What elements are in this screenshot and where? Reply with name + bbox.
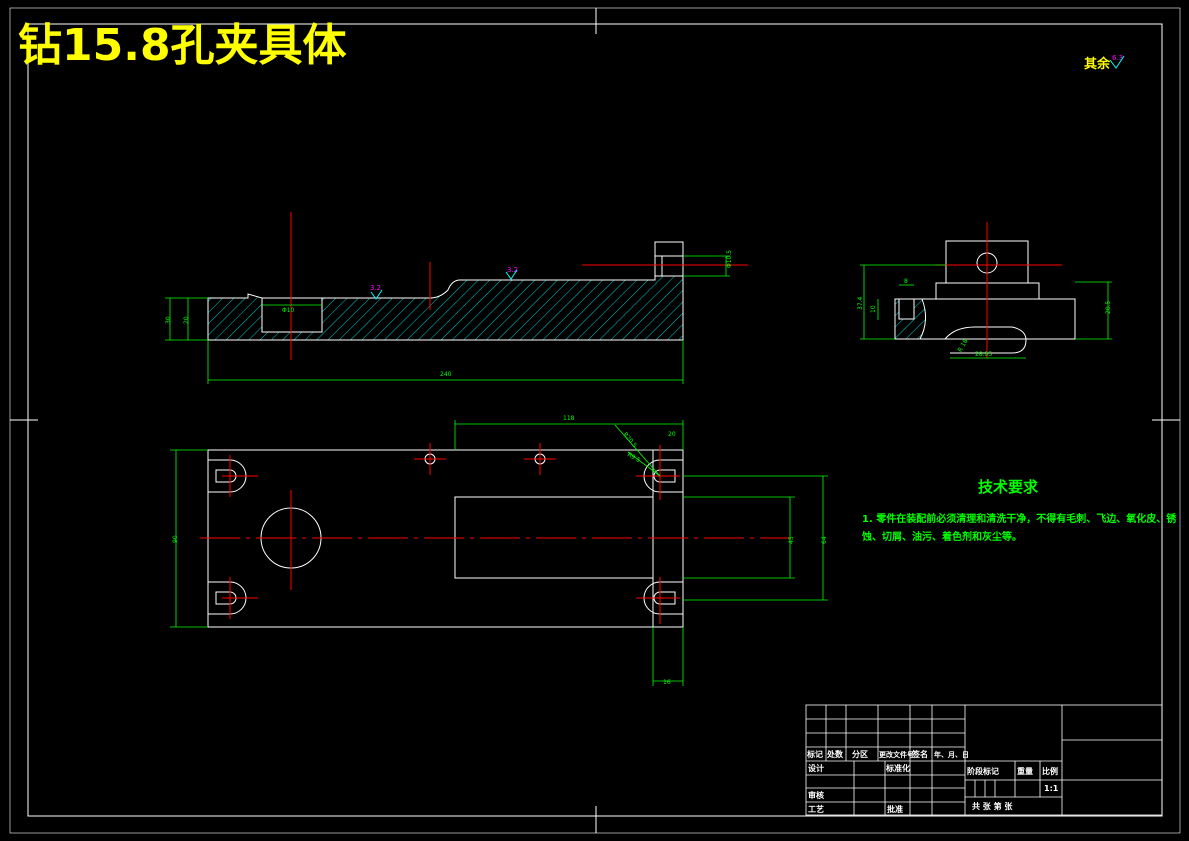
tb-weight: 重量 [1017, 766, 1033, 776]
tb-process: 工艺 [808, 804, 824, 814]
front-view-hole-section [261, 297, 323, 333]
side-dim-slot: 8 [904, 278, 908, 285]
front-dim-small-hole: Φ10 [282, 307, 295, 314]
tb-label-count: 处数 [826, 749, 844, 759]
centering-marks [10, 8, 1180, 833]
side-dim-inner: 10 [870, 305, 877, 313]
tb-label-zone: 分区 [852, 749, 868, 759]
drawing-title: 钻15.8孔夹具体 [18, 20, 347, 71]
roughness-symbol-icon [1109, 55, 1125, 69]
roughness-symbol-icon [505, 269, 518, 280]
roughness-symbol-icon [370, 289, 383, 300]
tb-scale: 比例 [1042, 766, 1058, 776]
sheet-frame [27, 23, 1163, 817]
tb-stage-mark: 阶段标记 [967, 766, 999, 776]
tb-sheets: 共 张 第 张 [972, 801, 1013, 811]
tech-requirements-line1: 1. 零件在装配前必须清理和清洗干净，不得有毛刺、飞边、氧化皮、锈 [862, 512, 1176, 525]
side-dim-total-height: 37.4 [857, 296, 864, 310]
front-dim-pin-hole: Φ10.5 [726, 250, 733, 268]
title-block [805, 704, 1163, 816]
front-dim-overall-length: 240 [440, 371, 452, 378]
side-dim-bottom-width: R 18 [957, 338, 970, 354]
roughness-value-1: 3.2 [370, 284, 381, 292]
tb-review: 审核 [808, 790, 824, 800]
tb-standardize: 标准化 [885, 763, 910, 773]
surface-roughness-value: 6.3 [1112, 54, 1123, 62]
top-view: 118 R20.5 R9.5 20 90 45 64 16 [170, 415, 828, 686]
side-view-slot [898, 298, 915, 320]
tb-approve: 批准 [887, 804, 903, 814]
side-view-bottom-arc [944, 326, 1027, 354]
front-view-top-block [654, 241, 684, 277]
tech-requirements-heading: 技术要求 [978, 478, 1039, 496]
top-dim-r1: R20.5 [621, 431, 638, 449]
side-view: 37.4 10 8 20.5 R 18 28.95 [857, 222, 1112, 359]
front-dim-height-a: 30 [165, 316, 172, 324]
top-dim-r2: R9.5 [626, 451, 642, 464]
tb-label-mark: 标记 [806, 749, 823, 759]
top-dim-height-left: 90 [172, 535, 179, 543]
tb-label-change-doc: 更改文件号 [879, 750, 914, 759]
front-dim-height-b: 20 [183, 316, 190, 324]
sheet-outer-border [9, 7, 1181, 834]
top-dim-inner-height: 45 [788, 536, 795, 544]
top-dim-bottom-width: 16 [663, 679, 671, 686]
side-dim-right-height: 20.5 [1105, 300, 1112, 314]
side-dim-base-width: 28.95 [975, 351, 992, 358]
front-view: 240 30 20 Φ10 Φ10.5 3.2 3.2 [165, 212, 748, 384]
top-dim-outer-height: 64 [821, 536, 828, 544]
surface-roughness-note: 其余 [1084, 56, 1111, 72]
tb-scale-value: 1:1 [1044, 784, 1059, 793]
tb-label-date: 年、月、日 [934, 750, 969, 759]
roughness-value-2: 3.2 [507, 266, 518, 274]
top-dim-length: 118 [563, 415, 575, 422]
title-block-labels: 标记 处数 分区 更改文件号 签名 年、月、日 设计 标准化 阶段标记 重量 比… [806, 749, 1059, 814]
tech-requirements: 技术要求 1. 零件在装配前必须清理和清洗干净，不得有毛刺、飞边、氧化皮、锈 蚀… [861, 478, 1176, 543]
tb-label-sign: 签名 [911, 749, 928, 759]
tb-design: 设计 [808, 763, 824, 773]
top-dim-edge: 20 [668, 431, 676, 438]
tech-requirements-line2: 蚀、切屑、油污、着色剂和灰尘等。 [861, 530, 1022, 543]
